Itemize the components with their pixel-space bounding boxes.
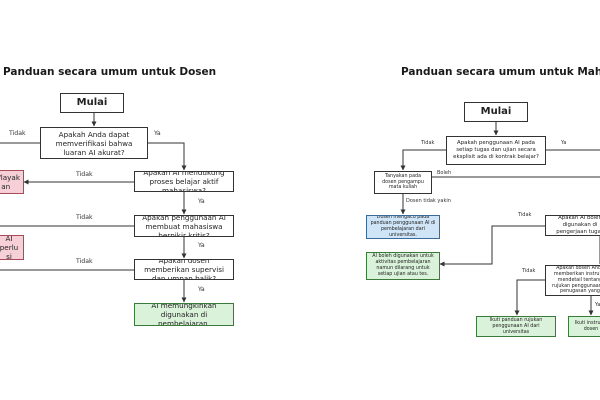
student-label-q1-no: Tidak: [421, 140, 435, 146]
lecturer-result-ai-allowed: AI memungkinkan digunakan di pembelajara…: [134, 303, 234, 326]
lecturer-title: Panduan secara umum untuk Dosen: [3, 66, 217, 78]
lecturer-label-q4-no: Tidak: [76, 258, 93, 265]
student-title: Panduan secara umum untuk Mahasiswa: [401, 66, 600, 78]
student-question-assignments: Apakah AI boleh digunakan di pengerjaan …: [545, 215, 600, 236]
lecturer-label-q1-no: Tidak: [9, 130, 26, 137]
lecturer-label-q3-no: Tidak: [76, 214, 93, 221]
student-start-node: Mulai: [464, 102, 528, 122]
lecturer-label-q2-yes: Ya: [198, 198, 205, 205]
student-label-q1-yes: Ya: [561, 140, 567, 146]
connector-student-q1-no: [400, 149, 446, 171]
student-ai-allowed-learning: AI boleh digunakan untuk aktivitas pembe…: [366, 252, 440, 280]
lecturer-question-critical-thinking: Apakah penggunaan AI membuat mahasiswa b…: [134, 215, 234, 237]
student-label-unsure: Dosen tidak yakin: [406, 198, 451, 204]
connector-student-q3-no: [514, 279, 545, 316]
lecturer-result-partial-2: AI perlu si: [0, 235, 24, 260]
student-label-q2-no: Tidak: [518, 212, 532, 218]
lecturer-question-active-learning: Apakah AI mendukung proses belajar aktif…: [134, 171, 234, 192]
lecturer-start-node: Mulai: [60, 93, 124, 113]
student-lecturer-refers-guide: Dosen mengacu pada panduan penggunaan AI…: [366, 215, 440, 239]
connector-student-q2-no: [439, 225, 545, 267]
student-label-may: Boleh: [437, 170, 452, 176]
student-result-university-guide: Ikuti panduan rujukan penggunaan AI dari…: [476, 316, 556, 337]
lecturer-label-q2-no: Tidak: [76, 171, 93, 178]
connector-q1-yes: [148, 142, 187, 171]
lecturer-label-q4-yes: Ya: [198, 286, 205, 293]
student-result-follow-lecturer: Ikuti instruksi dosen: [568, 316, 600, 337]
lecturer-label-q1-yes: Ya: [154, 130, 161, 137]
student-label-q3-no: Tidak: [522, 268, 536, 274]
student-ask-lecturer: Tanyakan pada dosen pengampu mata kuliah: [374, 171, 432, 194]
student-question-contract: Apakah penggunaan AI pada setiap tugas d…: [446, 136, 546, 165]
lecturer-label-q3-yes: Ya: [198, 242, 205, 249]
lecturer-question-supervision: Apakah dosen memberikan supervisi dan um…: [134, 259, 234, 280]
lecturer-question-verify-ai: Apakah Anda dapat memverifikasi bahwa lu…: [40, 127, 148, 159]
student-label-q3-yes: Ya: [595, 302, 600, 308]
lecturer-result-partial-1: m/layak an: [0, 170, 24, 194]
student-question-instructions: Apakah dosen Anda memberikan instruksi m…: [545, 265, 600, 296]
